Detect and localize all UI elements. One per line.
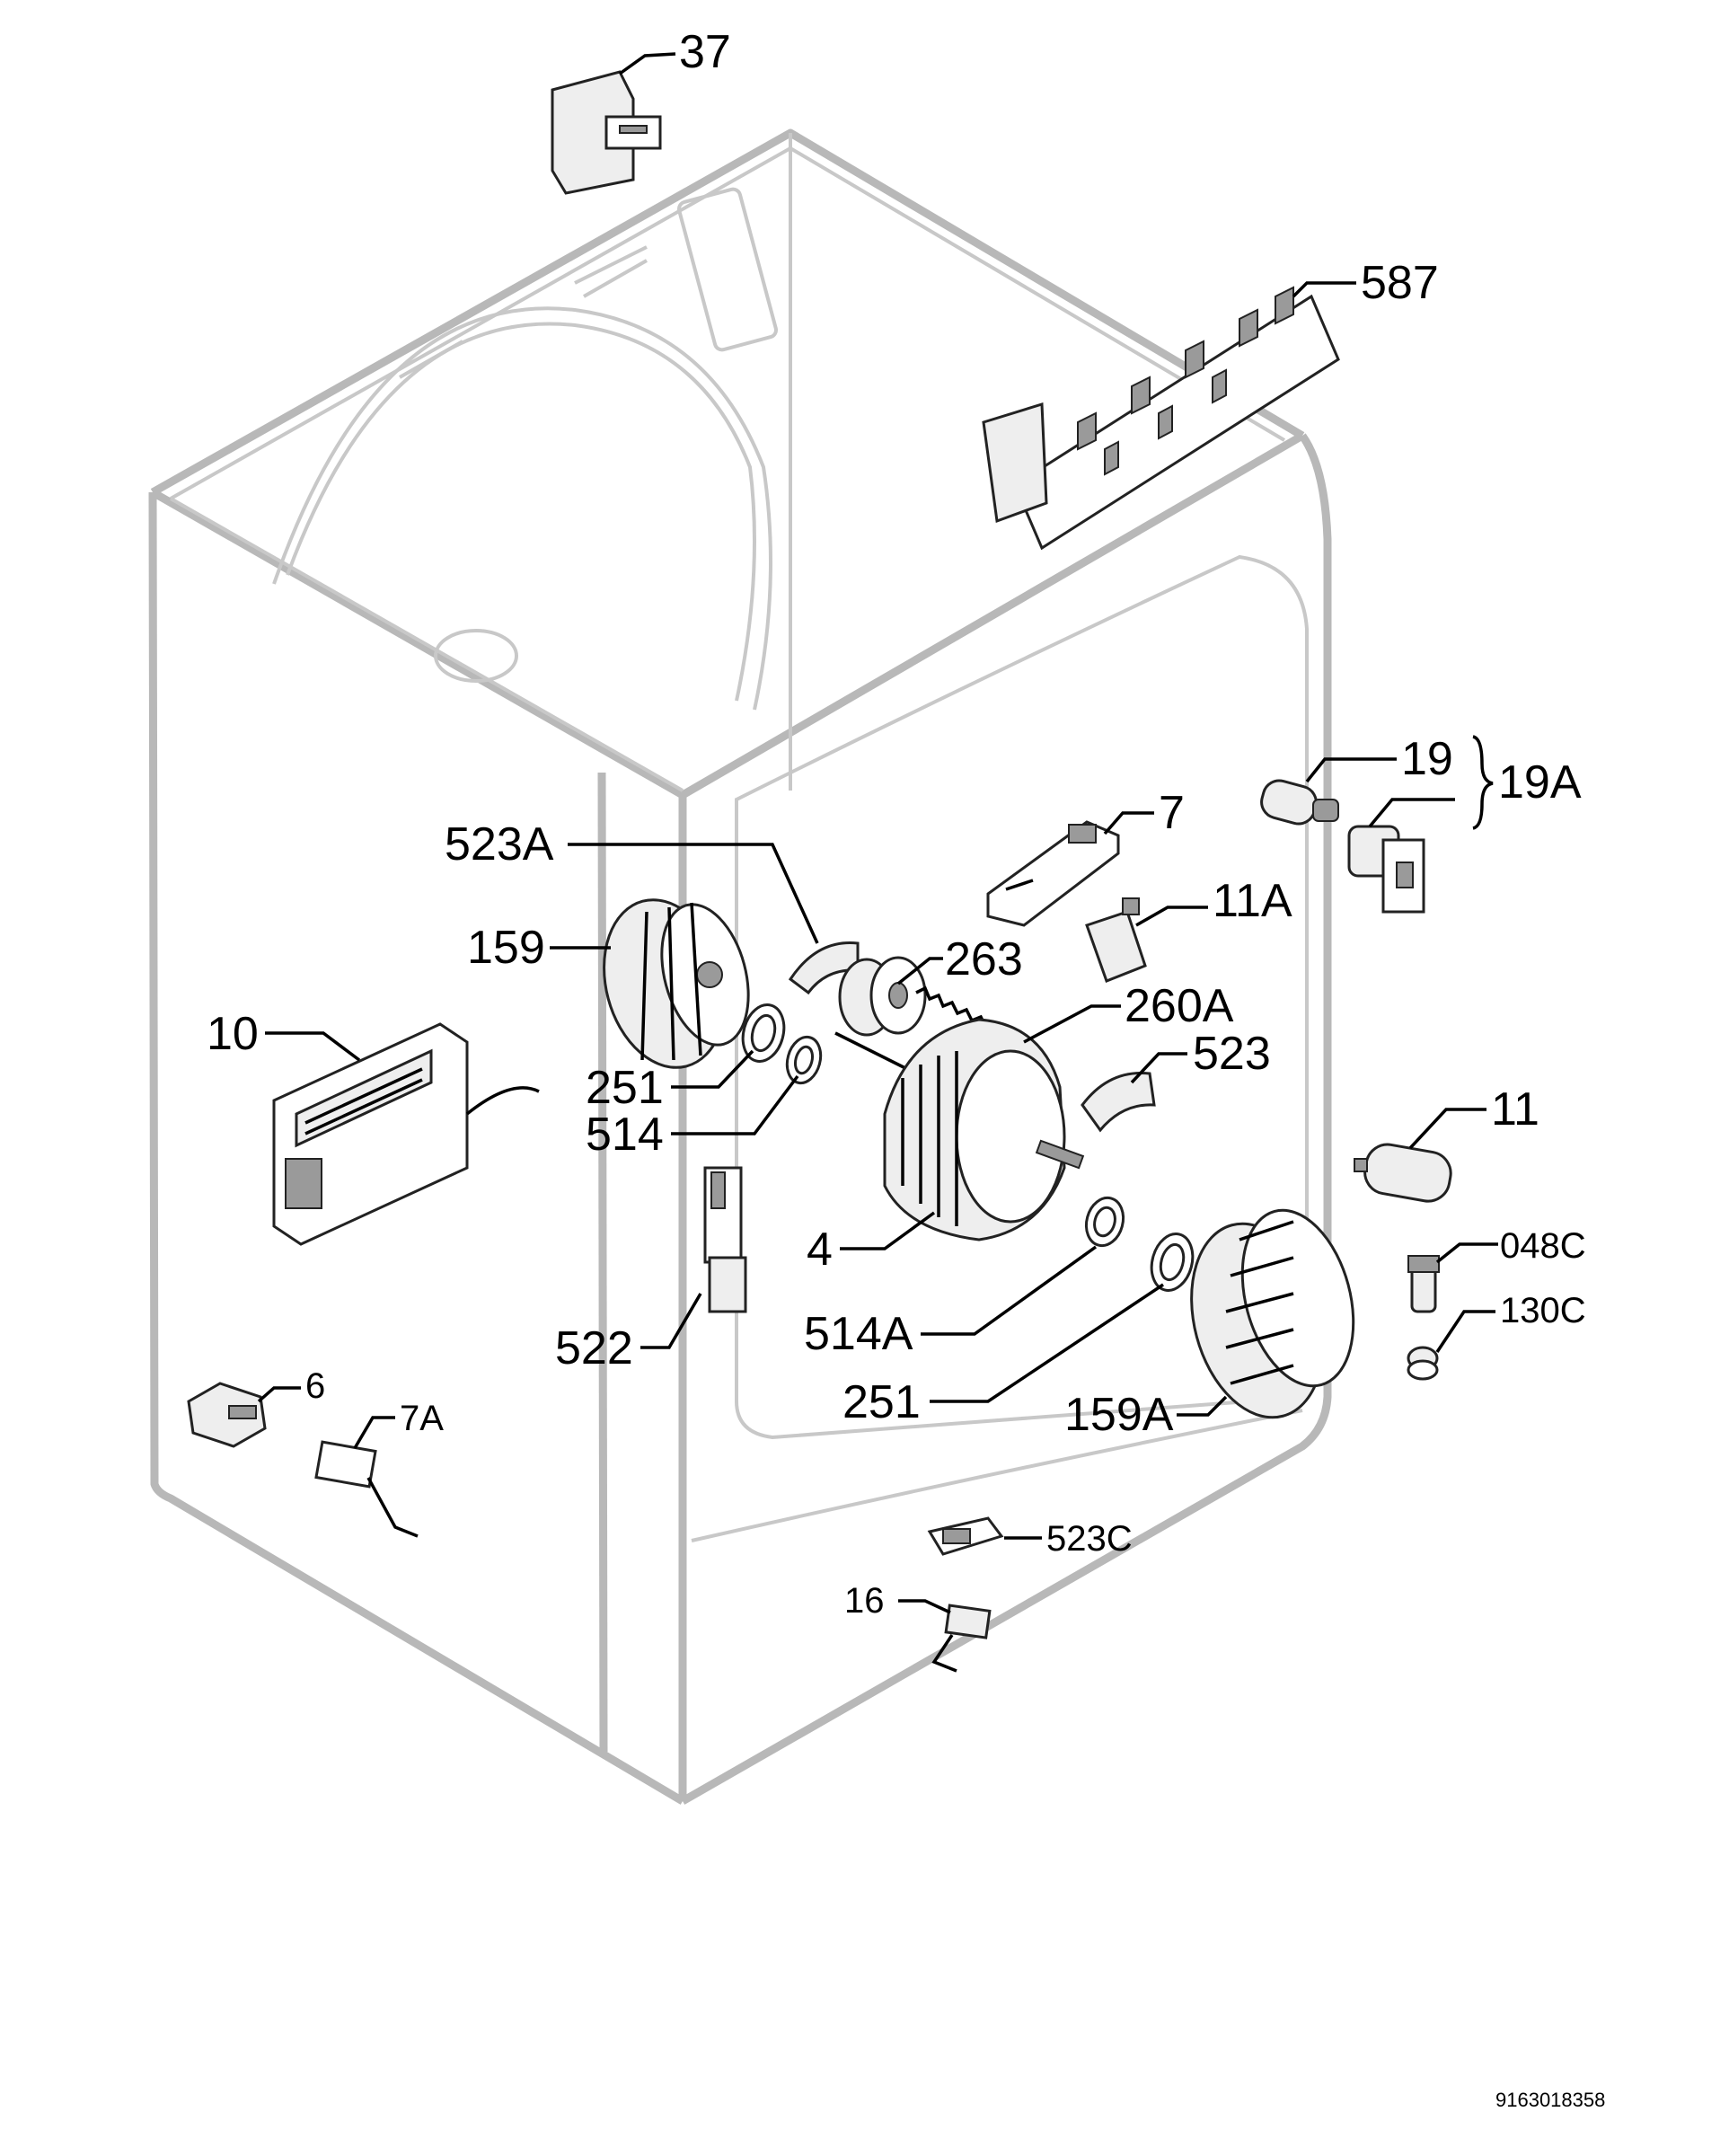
label-523C: 523C (1046, 1519, 1133, 1559)
part-130C-grommet-icon (1407, 1346, 1439, 1381)
part-11-capacitor-icon (1354, 1143, 1452, 1203)
label-4: 4 (807, 1224, 833, 1276)
part-7-door-switch-icon (986, 820, 1120, 927)
part-4-motor-icon (834, 1018, 1085, 1241)
part-251-bearing-ring-icon (741, 1003, 786, 1063)
part-048C-sensor-icon (1407, 1255, 1440, 1313)
part-251-lower-bearing-ring-icon (1150, 1233, 1195, 1292)
part-523C-support-icon (927, 1516, 1004, 1556)
label-11A: 11A (1213, 875, 1292, 927)
label-159A: 159A (1064, 1389, 1174, 1441)
part-159-drive-pulley-icon (603, 898, 750, 1069)
part-19-lamp-icon (1260, 779, 1339, 826)
part-19A-lamp-holder-icon (1347, 825, 1425, 914)
part-37-suppressor-icon (551, 70, 662, 195)
leader-lines (257, 52, 1498, 1614)
reference-number: 9163018358 (1495, 2089, 1605, 2111)
label-048C: 048C (1500, 1226, 1586, 1266)
part-16-microswitch-icon (931, 1604, 992, 1673)
label-514A: 514A (804, 1308, 913, 1360)
label-19: 19 (1401, 733, 1453, 785)
label-523A: 523A (445, 818, 554, 870)
label-37: 37 (679, 26, 731, 78)
label-130C: 130C (1500, 1291, 1586, 1330)
label-10: 10 (207, 1008, 259, 1060)
part-587-control-board-icon (982, 286, 1340, 551)
part-263-pulley-icon (838, 956, 927, 1037)
label-11: 11 (1491, 1083, 1539, 1135)
part-159A-fan-wheel-icon (1190, 1208, 1355, 1419)
label-587: 587 (1361, 257, 1439, 309)
label-514: 514 (586, 1109, 664, 1161)
part-522-sensor-bracket-icon (703, 1166, 747, 1313)
label-7A: 7A (400, 1399, 444, 1438)
label-19A: 19A (1498, 756, 1582, 808)
label-159: 159 (467, 922, 545, 974)
label-16: 16 (844, 1581, 885, 1621)
label-251-lower: 251 (842, 1376, 921, 1428)
part-523-support-icon (1081, 1071, 1156, 1133)
label-7: 7 (1159, 787, 1185, 839)
label-6: 6 (305, 1366, 325, 1406)
part-514A-bearing-ring-icon (1084, 1196, 1125, 1248)
part-labels: 37 587 19 19A 7 523A 11A 159 263 10 260A… (207, 26, 1586, 1621)
part-523A-support-icon (788, 941, 860, 995)
part-7A-microswitch-icon (314, 1440, 419, 1538)
label-522: 522 (555, 1322, 633, 1374)
part-10-heater-element-icon (272, 1022, 540, 1246)
part-6-thermostat-icon (187, 1382, 267, 1448)
part-11A-capacitor-icon (1085, 897, 1147, 983)
label-260A: 260A (1125, 980, 1234, 1032)
label-251-upper: 251 (586, 1062, 664, 1114)
part-514-bearing-ring-icon (785, 1035, 823, 1085)
label-263: 263 (945, 933, 1023, 985)
label-523: 523 (1193, 1028, 1271, 1080)
